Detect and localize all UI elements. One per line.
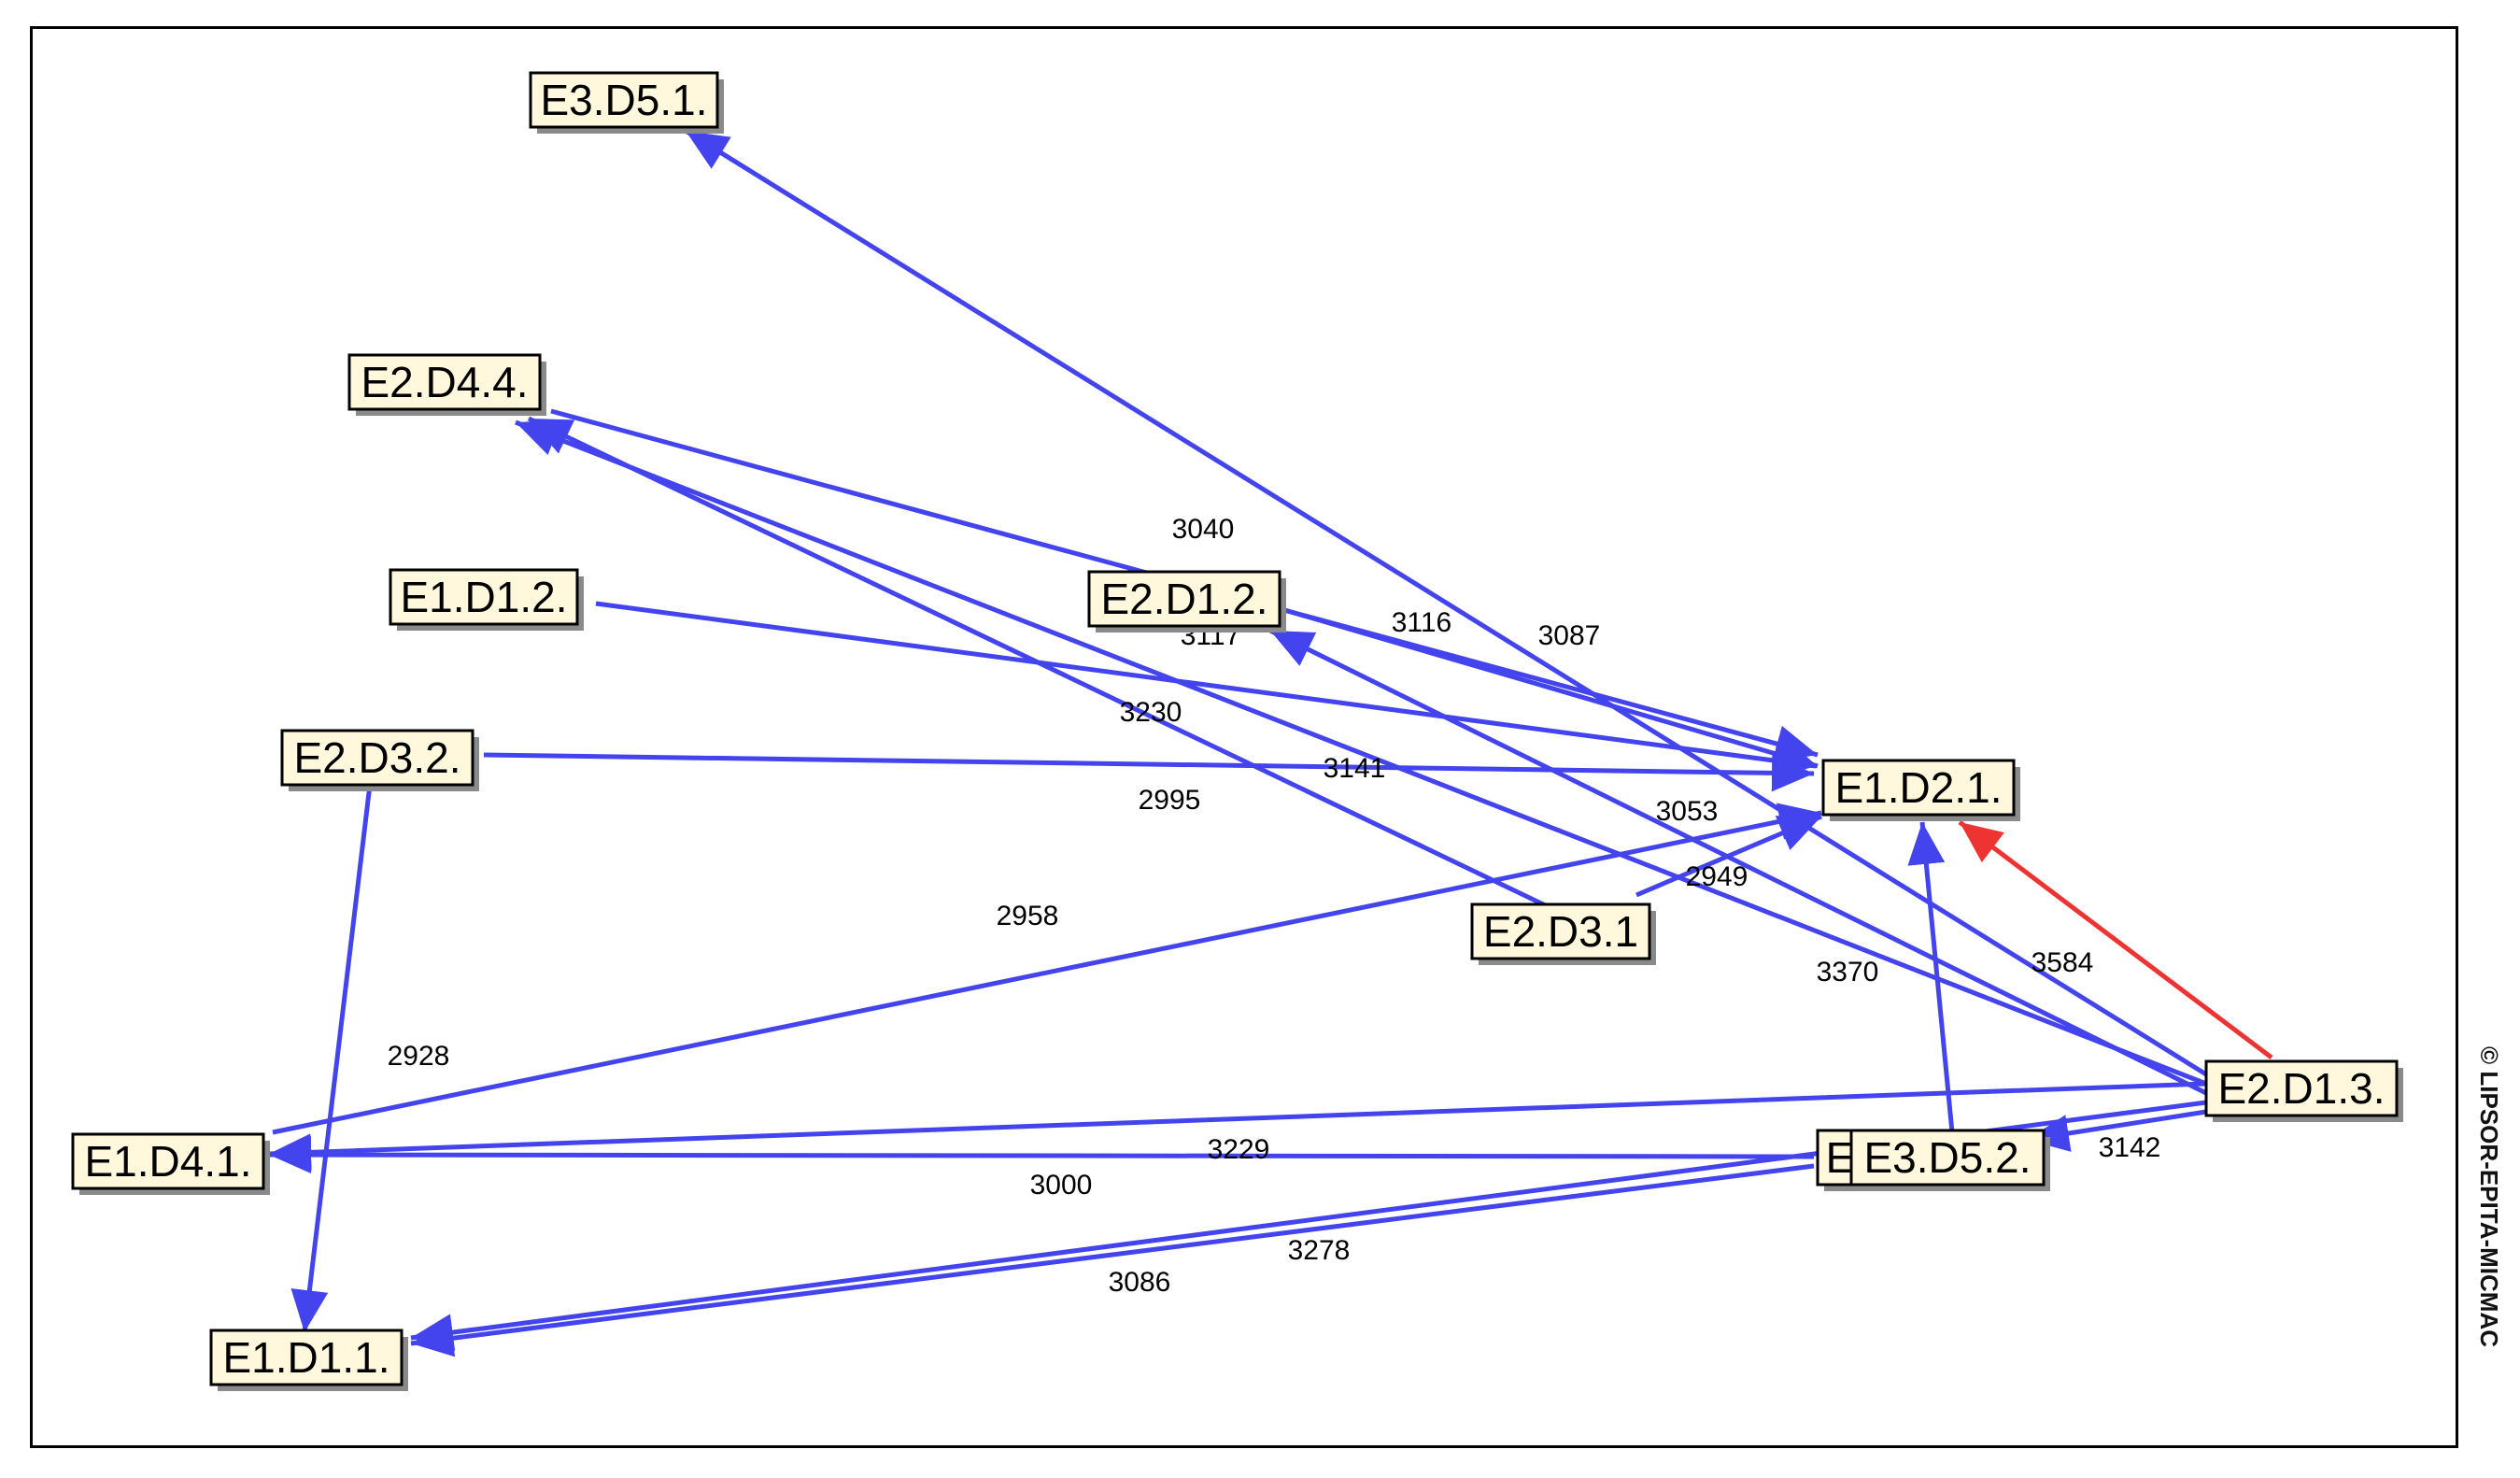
edge-E1.D1.2.-to-E1.D2.1. bbox=[595, 601, 1817, 779]
node-label: E2.D4.4. bbox=[361, 358, 529, 406]
edge-labels-layer: 3584308730533370322932783040311631173230… bbox=[388, 514, 2161, 1298]
edge-E2.D1.3.-to-E3.D5.2. bbox=[2026, 1109, 2207, 1152]
node-label: E1.D1.1. bbox=[223, 1333, 390, 1382]
node-E2.D3.2.[interactable]: E2.D3.2. bbox=[280, 729, 479, 791]
edge-weight-label: 3278 bbox=[1288, 1235, 1351, 1266]
edge-E2.D1.3.-to-E1.D2.1. bbox=[1958, 820, 2273, 1059]
edge-weight-label: 2995 bbox=[1139, 785, 1201, 816]
node-E3.D5.2.[interactable]: E3.D5.2. bbox=[1849, 1129, 2050, 1191]
node-label: E2.D3.1 bbox=[1483, 907, 1638, 956]
nodes-layer: E3.D5.1. E2.D4.4. E1.D1.2. E2.D1.2. E2.D3.2.… bbox=[71, 71, 2403, 1391]
node-label: E2.D3.2. bbox=[294, 733, 461, 782]
edge-E_hidden-to-E2.D4.4. bbox=[527, 416, 1627, 946]
node-box bbox=[1821, 759, 2016, 817]
edge-E2.D1.3.-to-E2.D1.2. bbox=[1268, 628, 2208, 1096]
edge-weight-label: 3141 bbox=[1324, 753, 1386, 784]
node-E2.D1.3.[interactable]: E2.D1.3. bbox=[2204, 1059, 2403, 1122]
edge-weight-label: 3040 bbox=[1172, 514, 1235, 545]
node-E2.D3.1[interactable]: E2.D3.1 bbox=[1470, 902, 1656, 965]
edge-E_hidden-to-E1.D1.1. bbox=[410, 1163, 1815, 1357]
edge-E_hidden-to-E1.D4.1. bbox=[268, 1136, 1815, 1174]
edge-E2.D3.2.-to-E1.D2.1. bbox=[483, 752, 1815, 792]
edge-weight-label: 3116 bbox=[1392, 607, 1452, 638]
node-label: E2.D1.3. bbox=[2218, 1064, 2386, 1113]
edge-E2.D1.3.-to-E1.D4.1. bbox=[268, 1081, 2207, 1172]
node-E1.D2.1.[interactable]: E1.D2.1. bbox=[1821, 759, 2020, 821]
node-box bbox=[347, 353, 542, 411]
node-label: E1.D1.2. bbox=[401, 573, 568, 621]
edge-weight-label: 2928 bbox=[388, 1041, 450, 1072]
node-label: E bbox=[1826, 1133, 1855, 1182]
node-box bbox=[2204, 1059, 2399, 1117]
node-E1.D1.1.[interactable]: E1.D1.1. bbox=[209, 1329, 408, 1391]
node-E3.D5.1.[interactable]: E3.D5.1. bbox=[529, 71, 724, 134]
edge-E2.D1.3.-to-E2.D4.4. bbox=[515, 419, 2207, 1087]
edge-E2.D1.2.-to-E1.D2.1. bbox=[1281, 606, 1819, 773]
node-E2.D1.2.[interactable]: E2.D1.2. bbox=[1087, 570, 1286, 632]
node-label: E3.D5.1. bbox=[541, 76, 708, 124]
edge-E3.D5.2.-to-E1.D2.1. bbox=[1907, 821, 1955, 1133]
node-label: E1.D2.1. bbox=[1835, 763, 2003, 812]
node-box bbox=[71, 1132, 265, 1190]
node-box bbox=[209, 1329, 403, 1386]
edge-weight-label: 3087 bbox=[1538, 620, 1601, 651]
edge-E2.D3.2.-to-E1.D1.1. bbox=[290, 784, 373, 1333]
edge-weight-label: 2949 bbox=[1686, 861, 1748, 892]
edge-weight-label: 3053 bbox=[1656, 796, 1719, 827]
edge-weight-label: 3584 bbox=[2032, 947, 2094, 978]
edge-weight-label: 3086 bbox=[1109, 1267, 1171, 1298]
edge-E1.D4.1.-to-E1.D2.1. bbox=[272, 803, 1822, 1135]
node-E2.D4.4.[interactable]: E2.D4.4. bbox=[347, 353, 546, 416]
node-label: E3.D5.2. bbox=[1864, 1133, 2032, 1182]
node-E1.D1.2.[interactable]: E1.D1.2. bbox=[389, 568, 584, 631]
node-box bbox=[529, 71, 719, 129]
node-box bbox=[389, 568, 579, 626]
edge-weight-label: 2958 bbox=[997, 901, 1059, 931]
node-E1.D4.1.[interactable]: E1.D4.1. bbox=[71, 1132, 270, 1195]
node-box bbox=[1087, 570, 1281, 628]
edge-weight-label: 3230 bbox=[1120, 697, 1182, 728]
edge-E2.D1.3.-to-E3.D5.1. bbox=[684, 128, 2208, 1077]
edge-weight-label: 3370 bbox=[1817, 957, 1879, 988]
node-box bbox=[280, 729, 474, 787]
edges-layer bbox=[268, 128, 2273, 1357]
node-box bbox=[1470, 902, 1651, 960]
edge-weight-label: 3142 bbox=[2099, 1132, 2161, 1163]
edge-weight-label: 3000 bbox=[1030, 1170, 1093, 1201]
node-label: E2.D1.2. bbox=[1101, 575, 1268, 623]
node-label: E1.D4.1. bbox=[85, 1137, 252, 1186]
node-box bbox=[1849, 1129, 2046, 1187]
edge-weight-label: 3229 bbox=[1208, 1134, 1270, 1165]
copyright-text: © LIPSOR-EPITA-MICMAC bbox=[2475, 1046, 2503, 1347]
